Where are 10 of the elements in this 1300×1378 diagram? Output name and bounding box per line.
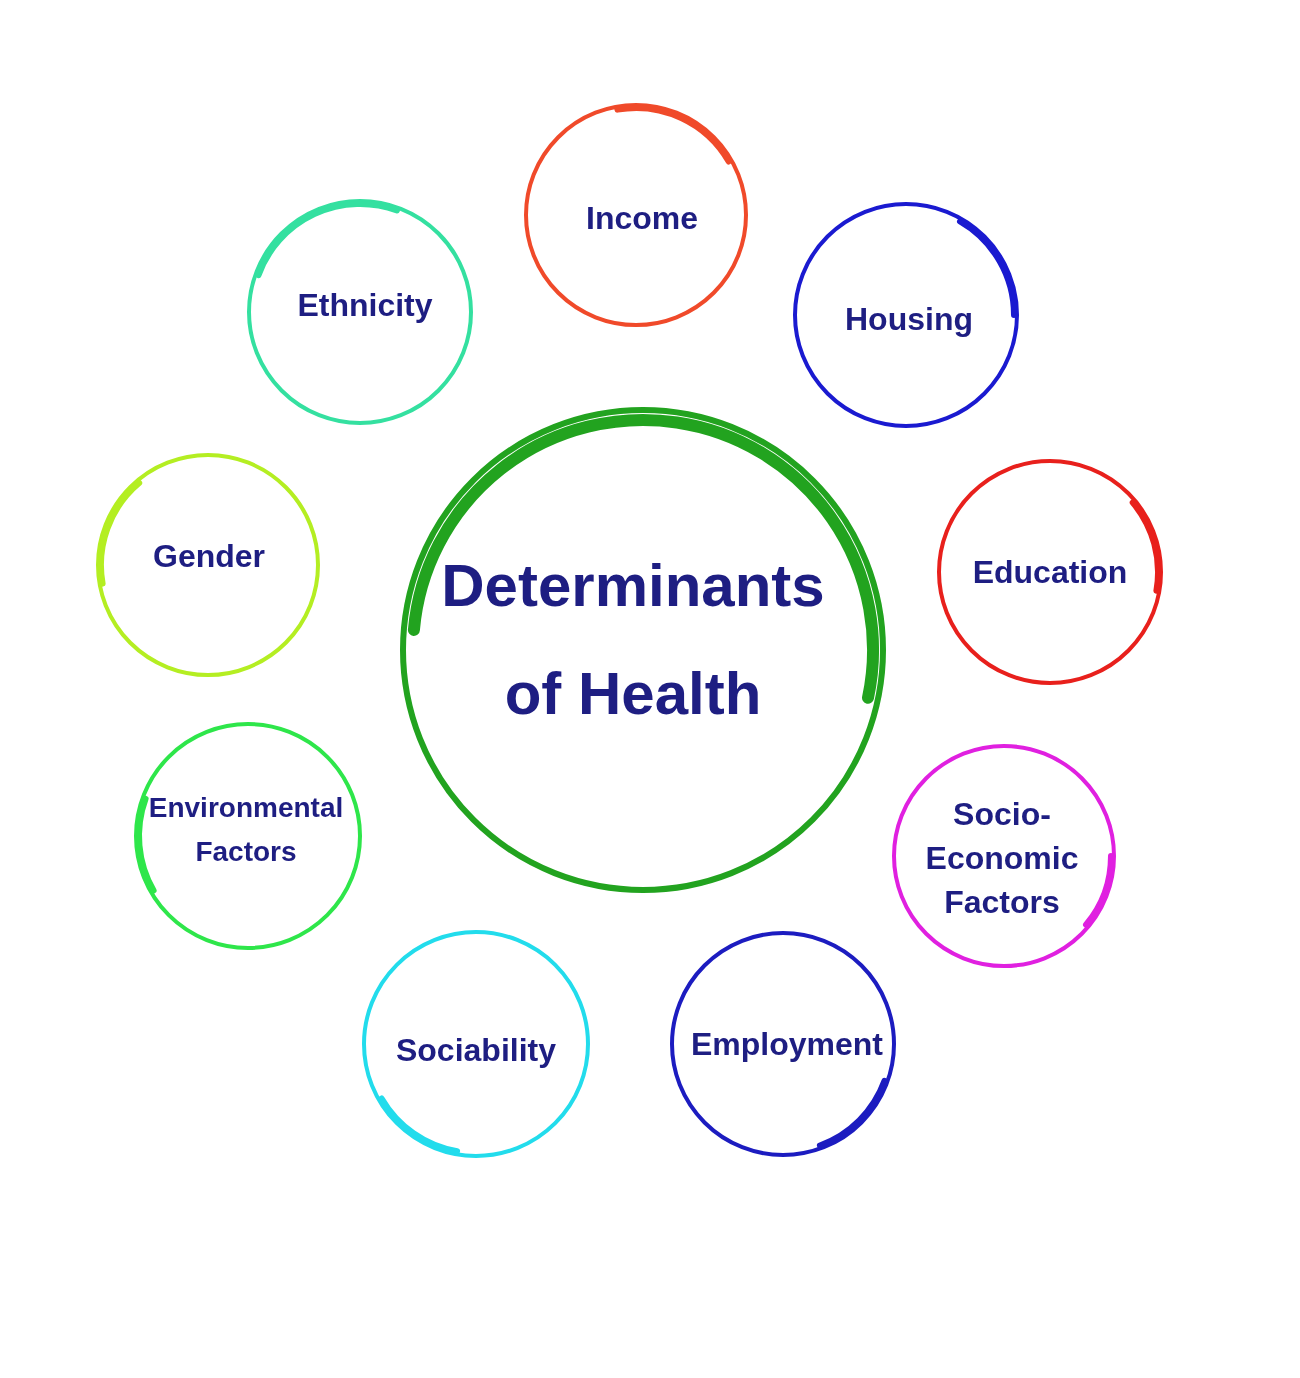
node-label: Employment xyxy=(691,1025,883,1064)
node-label: Gender xyxy=(153,537,265,576)
node-label: Socio-Economic Factors xyxy=(924,795,1080,922)
hub-label: Determinants of Health xyxy=(440,551,826,729)
node-label: Education xyxy=(972,553,1128,592)
node-label: Housing xyxy=(845,300,973,339)
node-label: Sociability xyxy=(395,1031,556,1070)
node-label: Income xyxy=(586,199,698,238)
node-label: Environmental Factors xyxy=(147,791,345,869)
node-label: Ethnicity xyxy=(297,286,433,325)
